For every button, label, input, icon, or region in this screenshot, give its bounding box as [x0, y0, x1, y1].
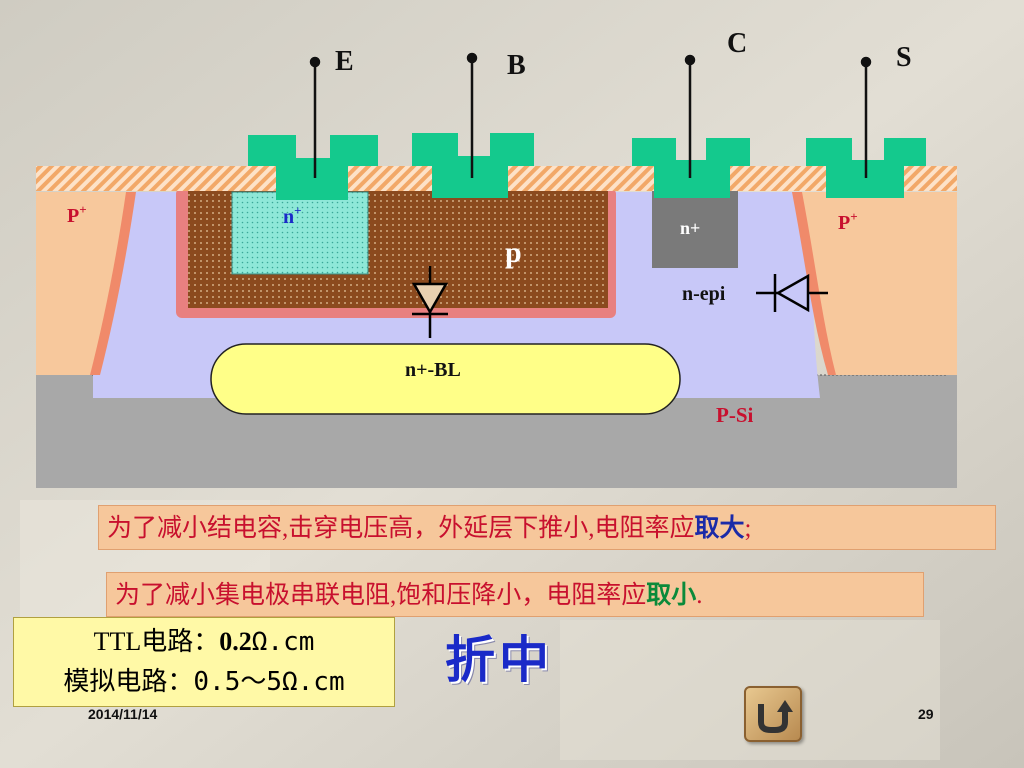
compromise-heading: 折中 [445, 631, 553, 689]
return-button[interactable] [744, 686, 802, 742]
n-plus-collector [652, 190, 738, 268]
label-p-plus-right: P [838, 212, 850, 234]
note-2-text: 为了减小集电极串联电阻,饱和压降小，电阻率应 [115, 582, 647, 609]
return-arrow-icon [758, 700, 793, 733]
note-1-emph-large: 大 [719, 515, 745, 542]
svg-text:n+: n+ [283, 203, 302, 228]
diode-symbol-vertical [411, 266, 449, 338]
note-large-resistivity: 为了减小结电容,击穿电压高，外延层下推小,电阻率应取大; [98, 505, 996, 550]
note-2-emph-take: 取 [646, 582, 672, 609]
label-n-epi: n-epi [682, 283, 726, 305]
label-p-si: P-Si [716, 403, 754, 427]
p-plus-left [36, 192, 126, 375]
svg-text:P+: P+ [838, 209, 858, 234]
bjt-cross-section-diagram: E B C S P+ P+ n+ p n+ n-epi n+-BL P-Si [36, 28, 957, 488]
label-b: B [507, 50, 526, 81]
analog-line: 模拟电路：0.5～5Ω.cm [63, 667, 345, 697]
label-c: C [727, 28, 747, 59]
label-n-plus-emitter: n [283, 206, 294, 228]
note-2-emph-small: 小 [671, 582, 697, 609]
n-plus-buried-layer [210, 343, 681, 415]
slide-page-number: 29 [918, 706, 934, 722]
label-p-base: p [505, 236, 522, 269]
resistivity-values-box: TTL电路：0.2Ω.cm 模拟电路：0.5～5Ω.cm [13, 617, 395, 707]
svg-text:P+: P+ [67, 202, 87, 227]
label-p-plus-left: P [67, 205, 79, 227]
label-buried-layer: n+-BL [405, 359, 461, 381]
label-s: S [896, 42, 912, 73]
note-1-text: 为了减小结电容,击穿电压高，外延层下推小,电阻率应 [107, 515, 695, 542]
note-small-resistivity: 为了减小集电极串联电阻,饱和压降小，电阻率应取小. [106, 572, 924, 617]
slide-date: 2014/11/14 [88, 706, 158, 722]
p-plus-right [802, 192, 957, 375]
note-1-emph-take: 取 [694, 515, 720, 542]
diode-symbol-horizontal [756, 273, 828, 313]
ttl-line: TTL电路：0.2Ω.cm [93, 627, 315, 657]
label-n-plus-collector: n+ [680, 218, 700, 238]
label-e: E [335, 46, 354, 77]
